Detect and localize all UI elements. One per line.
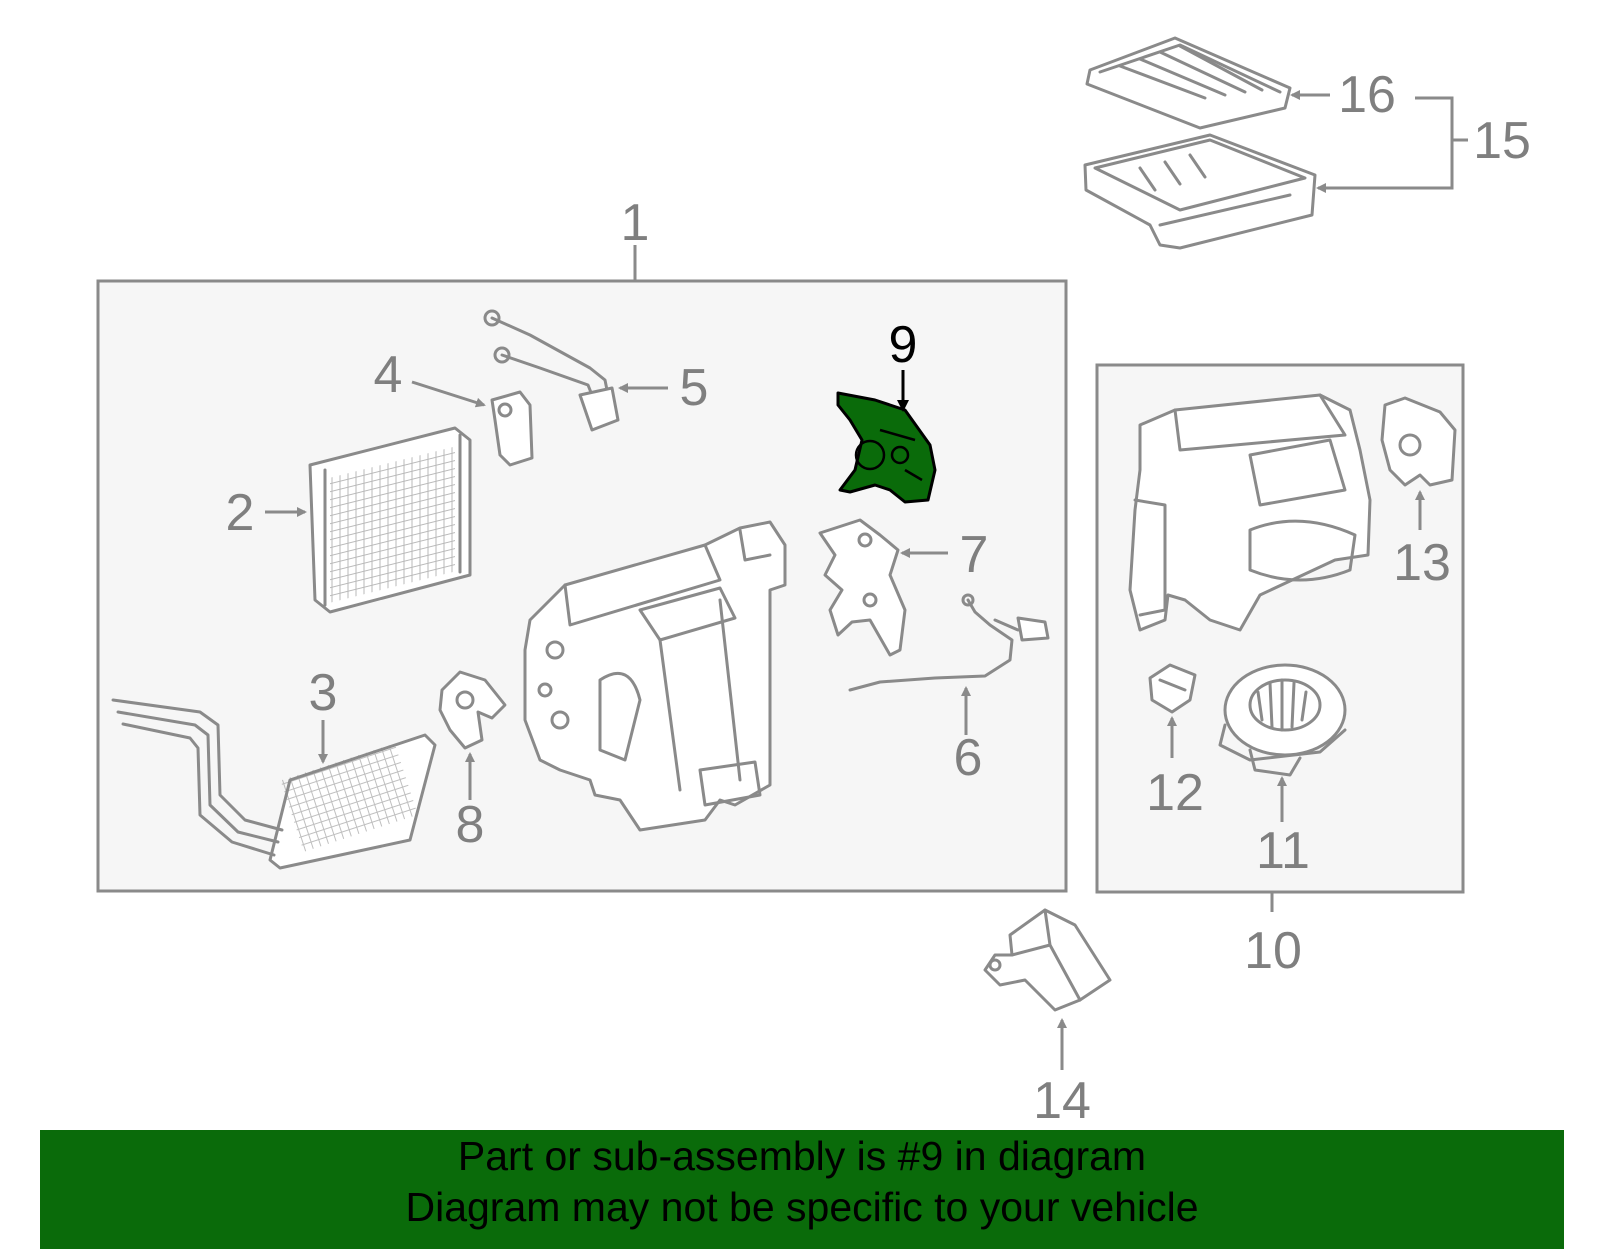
callout-4[interactable]: 4	[374, 346, 403, 404]
heater-core-part-2[interactable]	[308, 426, 472, 614]
bracket-15	[1316, 96, 1454, 193]
thermistor-part-6[interactable]	[848, 593, 1050, 692]
servo-part-13[interactable]	[1380, 396, 1457, 487]
blower-motor-part-11[interactable]	[1218, 663, 1347, 777]
callout-10[interactable]: 10	[1244, 922, 1302, 980]
linkage-part-7[interactable]	[818, 518, 907, 657]
callout-1[interactable]: 1	[621, 194, 650, 252]
evaporator-part-3[interactable]	[111, 698, 437, 870]
expansion-valve-part-4[interactable]	[490, 390, 534, 467]
callout-6[interactable]: 6	[954, 729, 983, 787]
control-module-part-14[interactable]	[983, 908, 1112, 1012]
info-banner: Part or sub-assembly is #9 in diagram Di…	[40, 1130, 1564, 1249]
callout-16[interactable]: 16	[1338, 66, 1396, 124]
hvac-case-part-1[interactable]	[523, 520, 787, 832]
callout-11[interactable]: 11	[1256, 822, 1310, 880]
cooler-pipe-part-5[interactable]	[483, 309, 620, 432]
callout-13[interactable]: 13	[1393, 534, 1451, 592]
servo-part-8[interactable]	[438, 670, 507, 750]
banner-line-2: Diagram may not be specific to your vehi…	[405, 1184, 1199, 1230]
leader-4	[411, 380, 486, 408]
callout-14[interactable]: 14	[1033, 1072, 1091, 1130]
callout-5[interactable]: 5	[680, 359, 709, 417]
callout-15[interactable]: 15	[1473, 112, 1531, 170]
actuator-part-9[interactable]	[836, 391, 937, 504]
resistor-part-12[interactable]	[1148, 663, 1197, 714]
callout-9[interactable]: 9	[889, 316, 918, 374]
callout-3[interactable]: 3	[309, 664, 338, 722]
parts-diagram: 1 16 15 2 4 5	[96, 36, 1531, 1130]
callout-12[interactable]: 12	[1146, 764, 1204, 822]
filter-housing-part-15[interactable]	[1083, 133, 1317, 250]
callout-2[interactable]: 2	[226, 484, 255, 542]
cabin-filter-part-16[interactable]	[1085, 36, 1292, 130]
callout-8[interactable]: 8	[456, 796, 485, 854]
blower-case-part-10[interactable]	[1128, 393, 1372, 632]
callout-7[interactable]: 7	[960, 526, 989, 584]
banner-line-1: Part or sub-assembly is #9 in diagram	[457, 1133, 1147, 1179]
